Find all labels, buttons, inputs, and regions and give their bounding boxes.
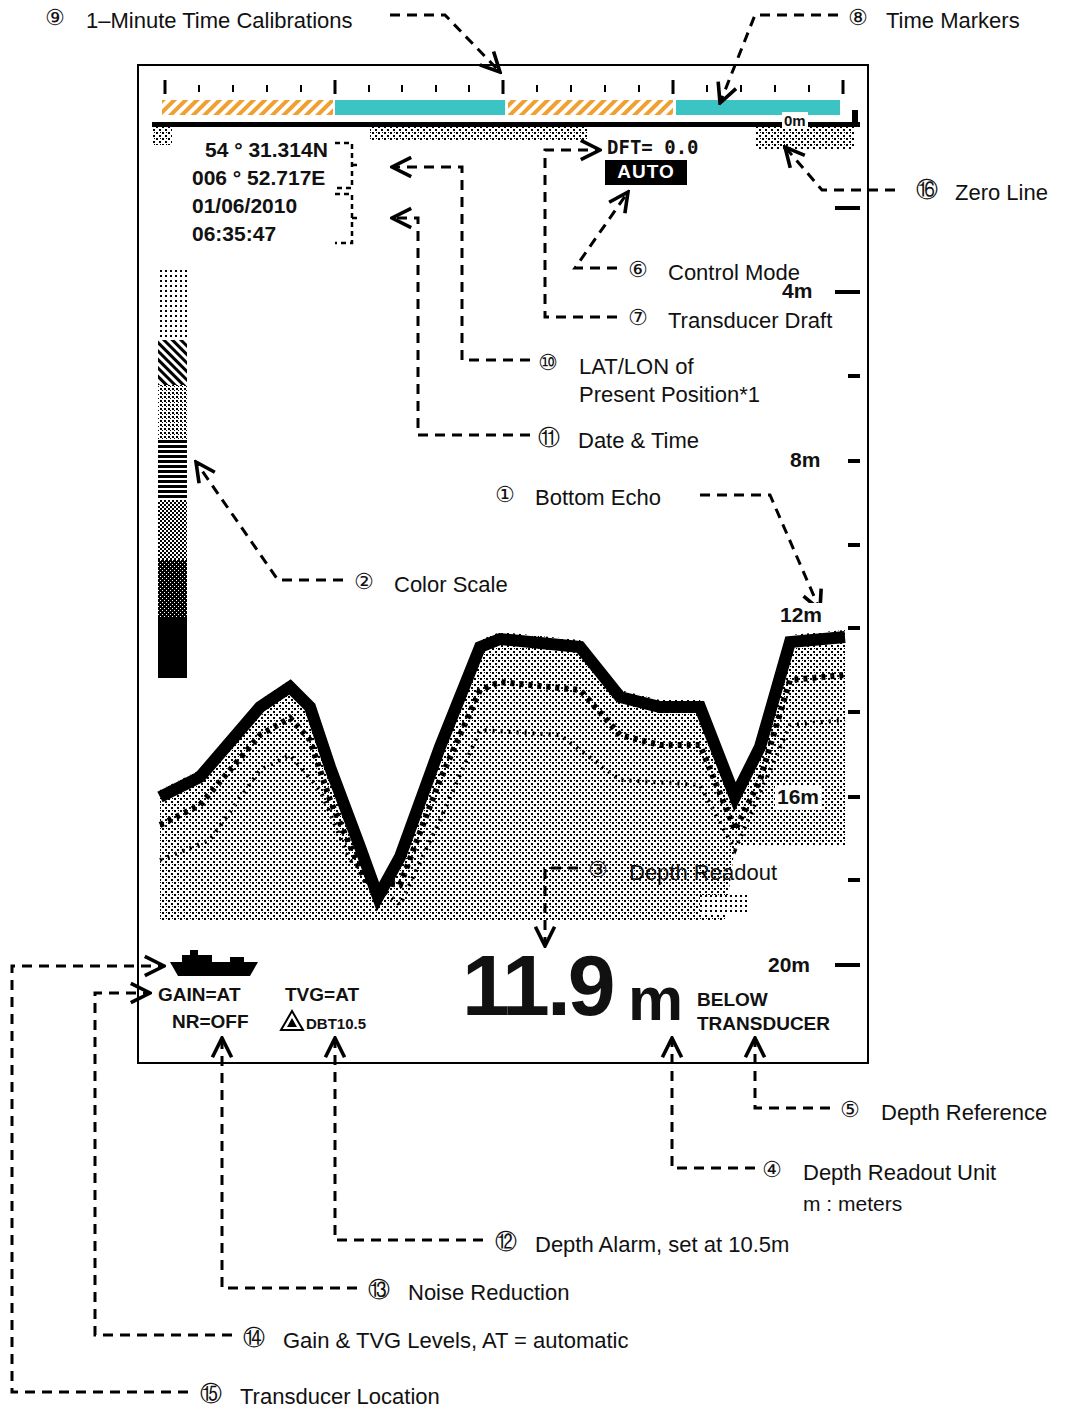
callout-text: Transducer Draft — [668, 308, 832, 333]
callout-number: ⑩ — [538, 350, 558, 375]
callout-number: ⑭ — [243, 1325, 265, 1350]
depth-unit: m — [628, 968, 680, 1030]
depth-scale-label: 12m — [778, 603, 824, 627]
draft-readout: DFT= 0.0 — [607, 137, 699, 159]
depth-scale-label: 16m — [775, 785, 821, 809]
callout-number: ⑫ — [495, 1229, 517, 1254]
callout-text: 1–Minute Time Calibrations — [86, 8, 353, 33]
depth-scale-label: 0m — [782, 112, 808, 129]
callout-text: Depth Alarm, set at 10.5m — [535, 1232, 789, 1257]
depth-scale-label: 4m — [782, 279, 812, 303]
longitude-readout: 006 ° 52.717E — [192, 166, 325, 190]
tvg-status: TVG=AT — [285, 984, 359, 1006]
callout-text: Transducer Location — [240, 1384, 440, 1408]
callout-text: Bottom Echo — [535, 485, 661, 510]
callout-text: Depth Reference — [881, 1100, 1047, 1125]
depth-scale-label: 20m — [768, 953, 810, 977]
callout-number: ⑪ — [538, 425, 560, 450]
callout-text: Zero Line — [955, 180, 1048, 205]
callout-text: LAT/LON of Present Position*1 — [579, 353, 769, 408]
callout-text: Depth Readout — [629, 860, 777, 885]
callout-number: ⑮ — [200, 1381, 222, 1406]
callout-number: ④ — [762, 1157, 782, 1182]
depth-alarm-value: DBT10.5 — [306, 1015, 366, 1032]
control-mode-text: AUTO — [615, 162, 677, 183]
callout-number: ⑦ — [628, 305, 648, 330]
callout-number: ① — [495, 482, 515, 507]
date-readout: 01/06/2010 — [192, 194, 297, 218]
time-readout: 06:35:47 — [192, 222, 276, 246]
callout-number: ⑧ — [848, 5, 868, 30]
callout-text: Time Markers — [886, 8, 1020, 33]
callout-number: ② — [354, 569, 374, 594]
callout-number: ③ — [588, 857, 608, 882]
noise-reduction-status: NR=OFF — [172, 1011, 249, 1033]
callout-text: Depth Readout Unit — [803, 1160, 996, 1185]
latitude-readout: 54 ° 31.314N — [205, 138, 328, 162]
callout-text: m : meters — [803, 1192, 902, 1216]
depth-scale-label: 8m — [790, 448, 820, 472]
callout-text: Noise Reduction — [408, 1280, 569, 1305]
callout-text: Control Mode — [668, 260, 800, 285]
callout-number: ⑥ — [628, 257, 648, 282]
depth-readout: 11.9 — [462, 942, 613, 1028]
callout-number: ⑯ — [916, 177, 938, 202]
callout-text: Date & Time — [578, 428, 699, 453]
callout-text: Gain & TVG Levels, AT = automatic — [283, 1328, 628, 1353]
control-mode-box: AUTO — [605, 160, 687, 185]
callout-text: Color Scale — [394, 572, 508, 597]
callout-number: ⑨ — [45, 5, 65, 30]
gain-status: GAIN=AT — [158, 984, 241, 1006]
callout-number: ⑤ — [840, 1097, 860, 1122]
callout-number: ⑬ — [368, 1277, 390, 1302]
depth-reference: BELOW TRANSDUCER — [697, 988, 857, 1036]
